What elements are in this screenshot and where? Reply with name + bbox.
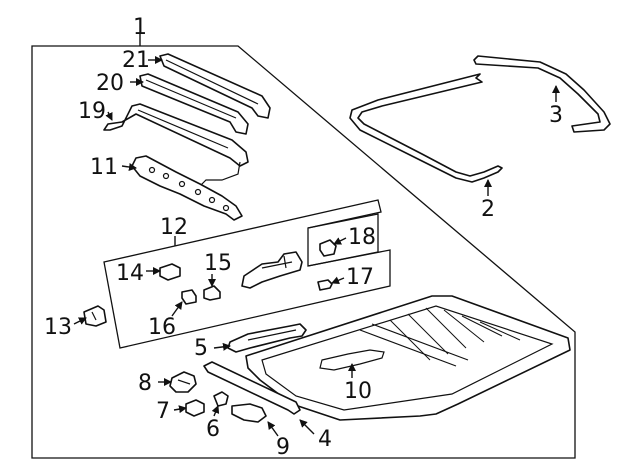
part-9-bracket bbox=[231, 403, 267, 423]
callout-20: 20 bbox=[96, 71, 124, 96]
callout-16: 16 bbox=[148, 315, 176, 340]
callout-10: 10 bbox=[344, 379, 372, 404]
part-17-pad bbox=[317, 279, 333, 291]
part-11-bracket bbox=[131, 155, 243, 221]
part-18-pad bbox=[319, 239, 337, 257]
part-19-rail bbox=[103, 103, 249, 187]
callout-2: 2 bbox=[481, 197, 495, 222]
part-4-cable bbox=[203, 361, 301, 415]
callout-9: 9 bbox=[276, 435, 290, 460]
callout-13: 13 bbox=[44, 315, 72, 340]
callout-6: 6 bbox=[206, 417, 220, 442]
callout-15: 15 bbox=[204, 251, 232, 276]
part-10-frame bbox=[245, 295, 571, 421]
callout-5: 5 bbox=[194, 336, 208, 361]
part-8-motor bbox=[169, 371, 197, 393]
leader-17 bbox=[331, 276, 345, 284]
part-21-strip bbox=[159, 53, 271, 119]
part-6-plug bbox=[213, 391, 229, 407]
callout-12: 12 bbox=[160, 215, 188, 240]
callout-1: 1 bbox=[133, 15, 147, 40]
callout-14: 14 bbox=[116, 261, 144, 286]
assembly-frame bbox=[31, 45, 576, 459]
part-16-block bbox=[181, 289, 197, 305]
callout-11: 11 bbox=[90, 155, 118, 180]
kit-18-frame bbox=[307, 213, 379, 267]
leader-19 bbox=[105, 111, 113, 121]
leader-6 bbox=[211, 405, 220, 417]
callout-19: 19 bbox=[78, 99, 106, 124]
leader-9 bbox=[267, 421, 279, 437]
callout-7: 7 bbox=[156, 399, 170, 424]
leader-13 bbox=[73, 317, 87, 325]
part-13-bracket bbox=[83, 305, 107, 327]
part-7-switch bbox=[185, 399, 205, 417]
leader-4 bbox=[299, 419, 315, 435]
callout-3: 3 bbox=[549, 103, 563, 128]
part-14-clip bbox=[159, 263, 181, 281]
leader-16 bbox=[171, 301, 183, 317]
part-15-cap bbox=[203, 285, 221, 301]
part-20-seal bbox=[139, 73, 249, 135]
callout-4: 4 bbox=[318, 427, 332, 452]
callout-8: 8 bbox=[138, 371, 152, 396]
leader-7 bbox=[173, 405, 187, 414]
leader-5 bbox=[213, 342, 231, 351]
leader-11 bbox=[121, 163, 137, 171]
part-2-weatherstrip bbox=[349, 73, 503, 183]
part-5-rail bbox=[227, 323, 307, 353]
callout-17: 17 bbox=[346, 265, 374, 290]
leader-18 bbox=[333, 237, 347, 245]
part-12-guide bbox=[241, 251, 303, 289]
callout-21: 21 bbox=[122, 48, 150, 73]
part-3-seal bbox=[473, 55, 611, 133]
callout-18: 18 bbox=[348, 225, 376, 250]
